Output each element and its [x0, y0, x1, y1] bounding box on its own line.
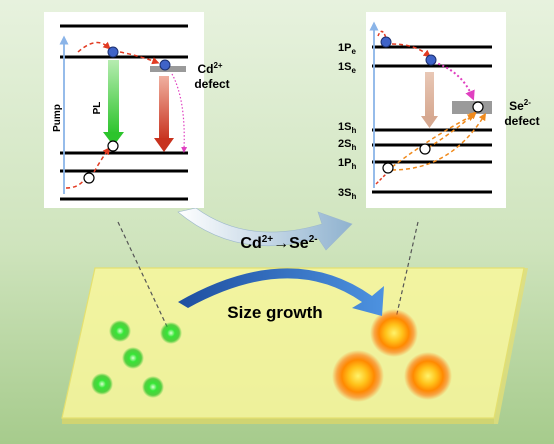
- level-label: 3Sh: [338, 187, 356, 201]
- small-dot: [160, 322, 182, 344]
- se-defect-level: [452, 101, 492, 114]
- small-dot: [91, 373, 113, 395]
- small-dot: [109, 320, 131, 342]
- pump-label: Pump: [52, 104, 63, 132]
- size-growth-arrow: [178, 268, 384, 316]
- hole-transfer-arrow-3: [391, 112, 486, 171]
- left-panel-box: [44, 12, 204, 208]
- electron-trap-arrow: [119, 51, 160, 65]
- size-growth-label: Size growth: [227, 303, 322, 322]
- hole-transfer-arrow-2: [427, 111, 477, 149]
- large-quantum-dots: [332, 309, 452, 402]
- level-label: 1Ph: [338, 157, 356, 171]
- cd-defect-label: Cd2+: [197, 61, 222, 76]
- hole-transfer-arrow: [391, 114, 476, 168]
- level-label: 1Pe: [338, 42, 356, 56]
- cd-defect-label-line2: defect: [194, 77, 229, 91]
- transition-arrow: [177, 207, 353, 251]
- electron: [159, 59, 171, 71]
- right-electron-relax-arrow: [377, 30, 387, 39]
- hole: [83, 172, 95, 184]
- right-level-labels: 1Pe 1Se 1Sh 2Sh 1Ph 3Sh: [338, 42, 356, 201]
- small-dot: [142, 376, 164, 398]
- hole: [472, 101, 484, 113]
- electron-to-defect-dotted: [433, 61, 475, 101]
- right-energy-panel: [366, 12, 506, 208]
- right-electron-relax-arrow-2: [391, 43, 431, 58]
- se-defect-label-line2: defect: [504, 114, 539, 128]
- hole: [382, 162, 394, 174]
- transition-label: Cd2+→Se2-: [240, 234, 317, 252]
- weak-recombination-arrow: [421, 72, 438, 128]
- large-dot: [370, 309, 418, 357]
- pl-arrow: [103, 60, 124, 146]
- defect-recombination-arrow: [154, 76, 174, 152]
- hole-relax-arrow-2: [93, 146, 111, 173]
- level-label: 2Sh: [338, 138, 356, 152]
- large-dot: [332, 350, 384, 402]
- left-energy-panel: Pump PL: [44, 12, 204, 208]
- hole-relax-arrow-right: [375, 173, 387, 185]
- small-quantum-dots: [91, 320, 182, 398]
- electron: [380, 36, 392, 48]
- hole: [419, 143, 431, 155]
- substrate: [61, 267, 528, 424]
- hole-relax-arrow: [65, 179, 85, 189]
- electron: [425, 54, 437, 66]
- hole: [107, 140, 119, 152]
- se-defect-label: Se2-: [509, 98, 531, 113]
- small-dot: [122, 347, 144, 369]
- level-label: 1Se: [338, 61, 356, 75]
- electron: [107, 46, 119, 58]
- guide-line-right: [395, 221, 419, 319]
- large-dot: [404, 352, 452, 400]
- level-label: 1Sh: [338, 121, 356, 135]
- electron-relax-arrow: [77, 41, 111, 53]
- pl-label: PL: [92, 102, 103, 115]
